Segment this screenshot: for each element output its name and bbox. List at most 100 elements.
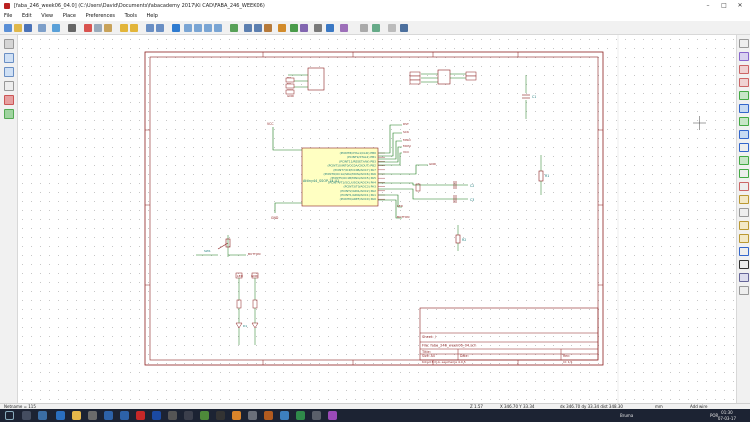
place-junction-icon[interactable] [739, 156, 749, 165]
hierarchical-sheet-icon[interactable] [739, 208, 749, 217]
app-icon[interactable] [328, 411, 337, 420]
scripting-icon[interactable] [388, 24, 396, 32]
graphic-line-icon[interactable] [739, 247, 749, 256]
switch-sw1[interactable] [196, 235, 246, 257]
resistor-r1[interactable] [538, 155, 544, 195]
vlc-icon[interactable] [232, 411, 241, 420]
wire-bus-entry-icon[interactable] [739, 117, 749, 126]
schematic-sheet[interactable]: Sheet: / File: faba_246_week06_04.sch Ti… [18, 35, 736, 403]
net-label[interactable]: VCC [403, 150, 409, 154]
units-mm-icon[interactable] [4, 67, 14, 77]
net-label[interactable]: BUTTON [397, 215, 409, 219]
inkscape-icon[interactable] [168, 411, 177, 420]
redo-icon[interactable] [130, 24, 138, 32]
maximize-button[interactable]: □ [721, 2, 727, 9]
print-icon[interactable] [68, 24, 76, 32]
pcbnew-task-icon[interactable] [296, 411, 305, 420]
net-label[interactable]: LED [397, 204, 404, 208]
net-label[interactable]: GND [287, 94, 295, 98]
place-component-icon[interactable] [739, 65, 749, 74]
kicad-icon[interactable] [264, 411, 273, 420]
menu-place[interactable]: Place [62, 13, 77, 19]
bus-wire-angle-icon[interactable] [4, 109, 14, 119]
library-browser-icon[interactable] [254, 24, 262, 32]
cursor-shape-icon[interactable] [4, 81, 14, 91]
attiny44-body[interactable] [301, 147, 379, 207]
search-icon[interactable] [146, 24, 154, 32]
calculator-icon[interactable] [248, 411, 257, 420]
start-button-icon[interactable] [5, 411, 14, 420]
highlight-net-icon[interactable] [739, 52, 749, 61]
menu-view[interactable]: View [41, 13, 54, 19]
net-label[interactable]: GND [429, 162, 437, 166]
menu-tools[interactable]: Tools [124, 13, 137, 19]
zoom-out-icon[interactable] [194, 24, 202, 32]
photos-icon[interactable] [120, 411, 129, 420]
place-wire-icon[interactable] [739, 91, 749, 100]
page-settings-icon[interactable] [38, 24, 46, 32]
zoom-in-icon[interactable] [184, 24, 192, 32]
net-label[interactable]: MOSI [403, 144, 411, 148]
task-view-icon[interactable] [38, 411, 47, 420]
menu-help[interactable]: Help [146, 13, 158, 19]
find-icon[interactable] [52, 24, 60, 32]
library-editor-icon[interactable] [244, 24, 252, 32]
firefox-icon[interactable] [200, 411, 209, 420]
replace-icon[interactable] [156, 24, 164, 32]
backannotate-icon[interactable] [340, 24, 348, 32]
net-label[interactable]: RST [403, 122, 409, 126]
led-d2-branch[interactable] [251, 272, 259, 345]
menu-edit[interactable]: Edit [21, 13, 32, 19]
close-button[interactable]: ✕ [737, 2, 743, 9]
delete-icon[interactable] [739, 286, 749, 295]
assign-footprints-icon[interactable] [300, 24, 308, 32]
image-icon[interactable] [739, 273, 749, 282]
chrome-icon[interactable] [184, 411, 193, 420]
netlist-icon[interactable] [290, 24, 298, 32]
paste-icon[interactable] [104, 24, 112, 32]
units-inch-icon[interactable] [4, 53, 14, 63]
led-d1[interactable] [235, 272, 243, 345]
new-schematic-icon[interactable] [4, 24, 12, 32]
pcbnew-icon[interactable] [326, 24, 334, 32]
copy-icon[interactable] [94, 24, 102, 32]
grid-toggle-icon[interactable] [4, 39, 14, 49]
acrobat-icon[interactable] [136, 411, 145, 420]
ratsnest-icon[interactable] [360, 24, 368, 32]
refresh-icon[interactable] [172, 24, 180, 32]
save-icon[interactable] [24, 24, 32, 32]
system-clock[interactable]: 01:30 07-03-17 [718, 410, 736, 421]
capacitor-c2[interactable] [453, 181, 457, 189]
hierarchical-label-icon[interactable] [739, 195, 749, 204]
cut-icon[interactable] [84, 24, 92, 32]
zoom-selection-icon[interactable] [214, 24, 222, 32]
eeschema-task-icon[interactable] [280, 411, 289, 420]
schematic-canvas[interactable]: Sheet: / File: faba_246_week06_04.sch Ti… [18, 35, 736, 403]
capacitor-c1[interactable] [522, 75, 530, 119]
undo-icon[interactable] [120, 24, 128, 32]
isp-header[interactable] [409, 69, 477, 85]
menu-file[interactable]: File [4, 13, 13, 19]
net-label[interactable]: LED [237, 274, 244, 278]
bom-icon[interactable] [314, 24, 322, 32]
resistor-r2[interactable] [455, 225, 461, 251]
net-label[interactable]: SCK [403, 130, 410, 134]
global-label-icon[interactable] [739, 182, 749, 191]
net-label[interactable]: BUTTON [248, 252, 260, 256]
edge-icon[interactable] [56, 411, 65, 420]
import-sheet-pin-icon[interactable] [739, 221, 749, 230]
search-icon[interactable] [22, 411, 31, 420]
sheet-pin-icon[interactable] [739, 234, 749, 243]
annotate-icon[interactable] [264, 24, 272, 32]
crystal-x1[interactable] [415, 183, 421, 192]
bus-bus-entry-icon[interactable] [739, 130, 749, 139]
net-label[interactable]: GND [251, 274, 259, 278]
place-bus-icon[interactable] [739, 104, 749, 113]
minimize-button[interactable]: – [706, 2, 710, 9]
media-player-icon[interactable] [216, 411, 225, 420]
store-icon[interactable] [88, 411, 97, 420]
ftdi-header[interactable] [285, 67, 325, 95]
photoshop-icon[interactable] [152, 411, 161, 420]
open-schematic-icon[interactable] [14, 24, 22, 32]
footprint-viewer-icon[interactable] [400, 24, 408, 32]
